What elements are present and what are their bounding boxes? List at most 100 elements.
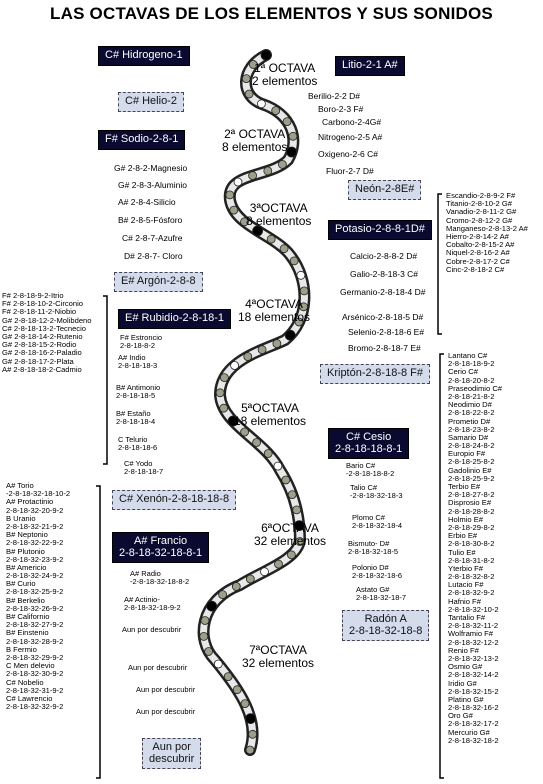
element-label: Plomo C#2-8-18-32-18-4 xyxy=(352,513,403,531)
element-label: B# 2-8-5-Fósforo xyxy=(118,215,183,225)
element-label: A# Actinio-2-8-18-32-18-9-2 xyxy=(124,595,181,613)
element-node xyxy=(257,345,267,355)
column-entry: 2-8-18-32-30-9-2 xyxy=(6,669,64,679)
element-node xyxy=(299,286,309,296)
column-entry: B Uranio xyxy=(6,513,36,523)
column-entry: Erbio E# xyxy=(448,531,478,541)
element-node xyxy=(256,99,266,109)
element-label: Bromo-2-8-18-7 E# xyxy=(348,343,421,353)
element-node xyxy=(230,361,240,370)
element-node xyxy=(287,490,297,500)
element-node xyxy=(245,574,255,584)
element-node xyxy=(243,352,253,362)
column-entry: Iridio G# xyxy=(448,678,477,688)
element-node xyxy=(244,89,254,99)
element-node xyxy=(272,339,282,349)
element-node xyxy=(245,745,255,755)
element-node xyxy=(286,146,298,158)
column-entry: 2-8-18-22-8-2 xyxy=(448,408,495,418)
element-label: Galio-2-8-18-3 C# xyxy=(350,269,419,279)
box-rubidio: E# Rubidio-2-8-18-1 xyxy=(118,309,232,329)
element-node xyxy=(294,317,304,327)
element-node xyxy=(281,475,291,485)
column-entry: 2-8-18-21-8-2 xyxy=(448,391,495,401)
column-entry: A# Torio xyxy=(6,481,34,490)
column-entry: B# Californio xyxy=(6,612,50,621)
column-entry: F# 2-8-18-9-2-Itrio xyxy=(2,291,64,300)
element-node xyxy=(299,302,309,312)
column-entry: 2-8-18-32-23-9-2 xyxy=(6,554,64,564)
column-entry: 2-8-18-32-15-2 xyxy=(448,686,499,696)
column-entry: Tulio E# xyxy=(448,547,476,557)
element-label: Oxigeno-2-6 C# xyxy=(318,149,379,159)
element-node xyxy=(231,582,241,591)
element-label: Selenio-2-8-18-6 E# xyxy=(348,327,425,337)
column-entry: Lantano C# xyxy=(448,351,488,360)
column-entry: Escandio-2-8-9-2 F# xyxy=(446,191,516,200)
column-entry: Europio F# xyxy=(448,449,486,459)
column-entry: Niquel-2-8-16-2 A# xyxy=(446,248,510,258)
element-node xyxy=(245,713,257,724)
element-label: Aun por descubrir xyxy=(128,663,188,672)
column-entry: 2-8-18-28-8-2 xyxy=(448,506,495,516)
column-entry: 2-8-18-32-20-9-2 xyxy=(6,505,64,515)
column-entry: 2-8-18-32-31-9-2 xyxy=(6,685,64,695)
column-entry: Cinc-2-8-18-2 C# xyxy=(446,264,505,274)
element-node xyxy=(277,159,287,169)
column-entry: Lutacio F# xyxy=(448,580,484,590)
element-node xyxy=(204,647,214,656)
element-label: C# 2-8-7-Azufre xyxy=(122,233,183,243)
column-entry: F# 2-8-18-10-2-Circonio xyxy=(2,299,84,309)
element-node xyxy=(248,60,258,69)
element-node xyxy=(252,438,262,447)
column-entry: 2-8-18-24-8-2 xyxy=(448,441,495,451)
element-node xyxy=(248,171,258,181)
column-entry: Cobalto-2-8-15-2 A# xyxy=(446,240,515,250)
element-node xyxy=(279,244,289,254)
column-entry: Yterbio F# xyxy=(448,563,484,573)
column-entry: 2-8-18-32-10-2 xyxy=(448,604,499,614)
column-entry: F# 2-8-18-11-2-Niobio xyxy=(2,307,77,317)
column-entry: Wolframio F# xyxy=(448,629,494,639)
element-node xyxy=(260,49,272,61)
element-node xyxy=(206,600,218,612)
column-entry: Cromo-2-8-12-2 G# xyxy=(446,215,513,225)
column-entry: 2-8-18-32-13-2 xyxy=(448,653,499,663)
column-entry: Manganeso-2-8-13-2 A# xyxy=(446,223,528,233)
column-entry: Oro G# xyxy=(448,711,473,721)
element-node xyxy=(225,190,235,200)
column-entry: 2-8-18-32-26-9-2 xyxy=(6,603,64,613)
element-node xyxy=(263,449,273,458)
column-entry: 2-8-18-32-11-2 xyxy=(448,621,499,631)
column-entry: 2-8-18-31-8-2 xyxy=(448,555,495,565)
column-entry: G# 2-8-18-12-2-Molibdeno xyxy=(2,315,92,325)
box-potasio: Potasio-2-8-8-1D# xyxy=(328,220,432,240)
column-entry: 2-8-18-32-8-2 xyxy=(448,572,495,582)
element-node xyxy=(263,166,273,176)
element-label: Polonio D#2-8-18-32-18-6 xyxy=(352,563,403,581)
element-node xyxy=(274,559,283,569)
column-entry: 2-8-18-25-8-2 xyxy=(448,457,495,467)
element-node xyxy=(200,616,210,625)
page-title: LAS OCTAVAS DE LOS ELEMENTOS Y SUS SONID… xyxy=(50,4,493,23)
element-node xyxy=(248,729,258,739)
element-label: Boro-2-3 F# xyxy=(318,104,364,114)
column-entry: Terbio E# xyxy=(448,482,481,491)
element-label: Calcio-2-8-8-2 D# xyxy=(350,251,418,261)
element-label: Talio C#-2-8-18-32-18-3 xyxy=(350,483,403,501)
column-entry: 2-8-18-32-18-2 xyxy=(448,735,499,745)
column-entry: Samario D# xyxy=(448,432,489,442)
element-label: Aun por descubrir xyxy=(136,707,196,716)
column-entry: B# Neptonio xyxy=(6,530,48,540)
